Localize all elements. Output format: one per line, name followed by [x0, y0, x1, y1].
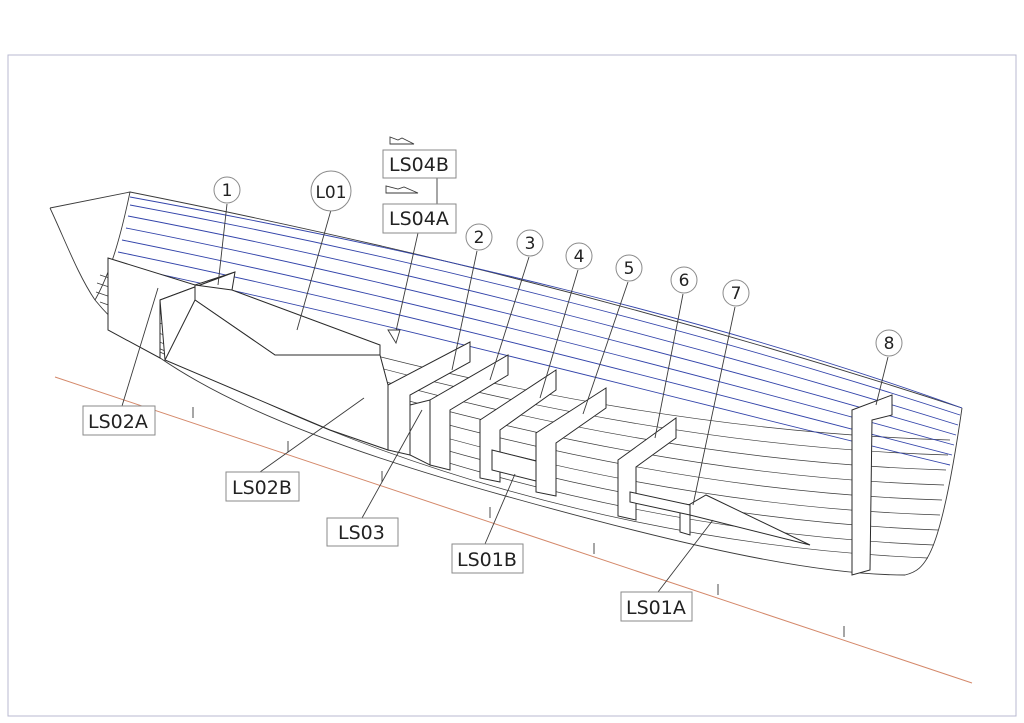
- ls04-profile-icons: [385, 136, 419, 194]
- frame-number-8-label: 8: [884, 334, 895, 354]
- frame-number-5: 5: [615, 254, 643, 282]
- frame-number-2: 2: [465, 223, 493, 251]
- frame-8-part: [851, 394, 893, 576]
- callout-ls04b-label: LS04B: [389, 154, 449, 176]
- callout-ls01a-label: LS01A: [626, 597, 686, 619]
- callout-ls03-label: LS03: [338, 522, 385, 544]
- frame-2-part: [387, 341, 471, 456]
- callout-ls04b: LS04B: [382, 149, 457, 179]
- callout-l01-label: L01: [315, 183, 346, 203]
- frame-3-part: [429, 354, 509, 471]
- frame-number-3-label: 3: [525, 234, 536, 254]
- frame-number-1-label: 1: [222, 181, 233, 201]
- callout-ls04a-label: LS04A: [389, 208, 449, 230]
- callout-ls01b-label: LS01B: [457, 549, 517, 571]
- drawing-border: [7, 54, 1017, 717]
- callout-ls03: LS03: [326, 517, 399, 547]
- ls04b-profile-icon: [389, 136, 415, 145]
- callout-ls01b: LS01B: [451, 543, 524, 574]
- callout-ls02a-label: LS02A: [88, 411, 148, 433]
- callout-ls01a: LS01A: [620, 591, 693, 622]
- frame-number-4-label: 4: [574, 247, 585, 267]
- frame-number-1: 1: [213, 176, 241, 204]
- frame-number-7-label: 7: [731, 284, 742, 304]
- internal-parts: [107, 257, 893, 576]
- frame-number-7: 7: [722, 279, 750, 307]
- frame-7-part: [629, 491, 691, 516]
- frame-number-5-label: 5: [624, 259, 635, 279]
- frame-number-8: 8: [875, 329, 903, 357]
- frame-5-part: [535, 387, 607, 497]
- keel-reference-line: [54, 376, 973, 684]
- hull-outline: [49, 191, 963, 576]
- frame-number-6-label: 6: [679, 271, 690, 291]
- frame-number-6: 6: [670, 266, 698, 294]
- callout-ls02b: LS02B: [225, 471, 300, 502]
- part-ls02b: [164, 299, 389, 451]
- frame-number-2-label: 2: [474, 228, 485, 248]
- frame-number-3: 3: [516, 229, 544, 257]
- ls04a-profile-icon: [385, 185, 419, 194]
- callout-ls02b-label: LS02B: [232, 477, 292, 499]
- leader-lines: [121, 178, 889, 593]
- part-ls03: [409, 399, 431, 466]
- callout-l01: L01: [310, 170, 352, 212]
- frame-number-4: 4: [565, 242, 593, 270]
- callout-ls02a: LS02A: [82, 405, 156, 436]
- callout-ls04a: LS04A: [382, 203, 457, 234]
